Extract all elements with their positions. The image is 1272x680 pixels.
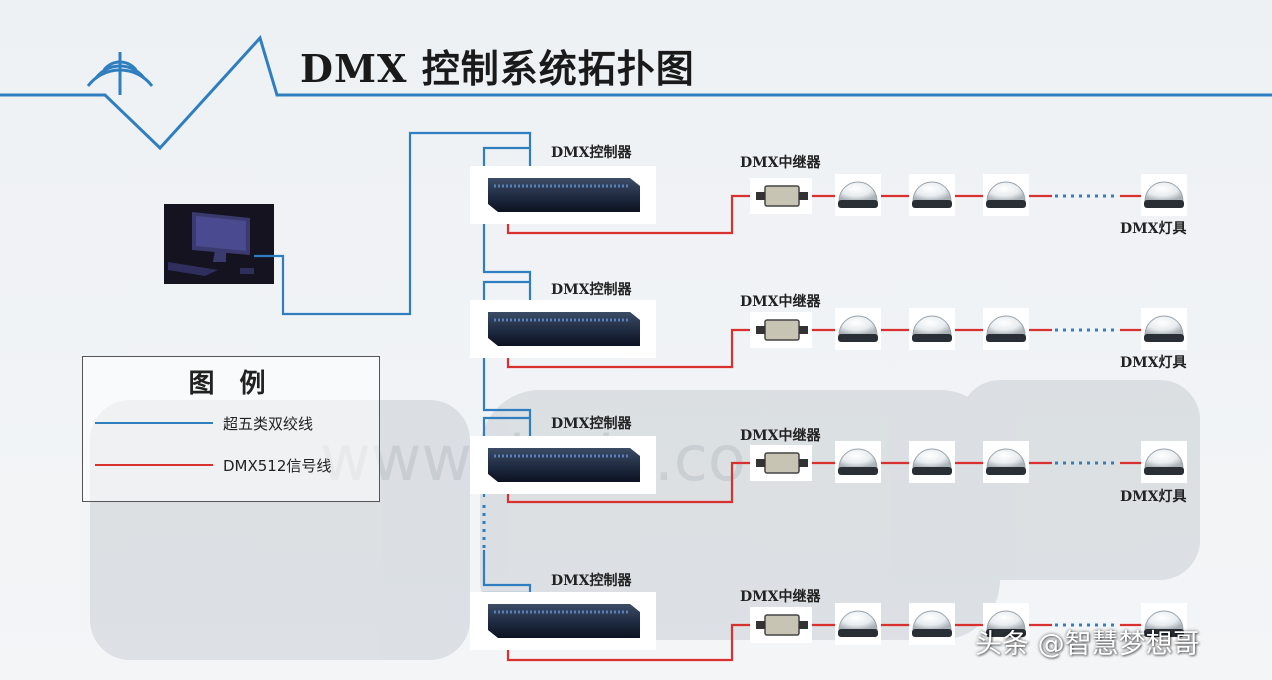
led-fixture-icon <box>983 441 1029 483</box>
fixture-label: DMX灯具 <box>1120 355 1187 371</box>
controllers <box>470 166 656 650</box>
controller-label: DMX控制器 <box>551 145 632 161</box>
led-fixture-icon <box>983 174 1029 216</box>
led-fixtures <box>835 174 1187 645</box>
legend-title: 图 例 <box>188 369 274 399</box>
led-fixture-icon <box>1141 603 1187 645</box>
controller-device <box>470 592 656 650</box>
fixture-label: DMX灯具 <box>1120 221 1187 237</box>
controller-label: DMX控制器 <box>551 416 632 432</box>
repeater-device <box>750 607 812 643</box>
led-fixture-icon <box>909 441 955 483</box>
controller-label: DMX控制器 <box>551 282 632 298</box>
controller-label: DMX控制器 <box>551 573 632 589</box>
legend-item-label: DMX512信号线 <box>223 457 332 475</box>
repeater-label: DMX中继器 <box>740 294 821 310</box>
led-fixture-icon <box>909 308 955 350</box>
repeater-label: DMX中继器 <box>740 589 821 605</box>
controller-device <box>470 300 656 358</box>
led-fixture-icon <box>835 603 881 645</box>
fixture-ellipsis <box>1055 194 1118 627</box>
led-fixture-icon <box>1141 308 1187 350</box>
led-fixture-icon <box>835 174 881 216</box>
led-fixture-icon <box>835 441 881 483</box>
led-fixture-icon <box>909 603 955 645</box>
controller-device <box>470 166 656 224</box>
antenna-logo-icon <box>86 52 154 95</box>
fixture-label: DMX灯具 <box>1120 489 1187 505</box>
legend-item-label: 超五类双绞线 <box>223 415 314 433</box>
led-fixture-icon <box>835 308 881 350</box>
repeater-device <box>750 178 812 214</box>
page-title: DMX 控制系统拓扑图 <box>300 46 695 91</box>
legend: 图 例 超五类双绞线 DMX512信号线 <box>82 356 380 502</box>
legend-swatches <box>95 422 213 466</box>
repeaters <box>750 178 812 643</box>
computer-icon <box>164 204 274 284</box>
repeater-label: DMX中继器 <box>740 155 821 171</box>
led-fixture-icon <box>909 174 955 216</box>
led-fixture-icon <box>1141 174 1187 216</box>
repeater-label: DMX中继器 <box>740 428 821 444</box>
header-line <box>0 35 1272 151</box>
led-fixture-icon <box>983 603 1029 645</box>
led-fixture-icon <box>983 308 1029 350</box>
led-fixture-icon <box>1141 441 1187 483</box>
controller-device <box>470 436 656 494</box>
repeater-device <box>750 445 812 481</box>
repeater-device <box>750 312 812 348</box>
watermark-text: 头条 @智慧梦想哥 <box>975 629 1200 660</box>
